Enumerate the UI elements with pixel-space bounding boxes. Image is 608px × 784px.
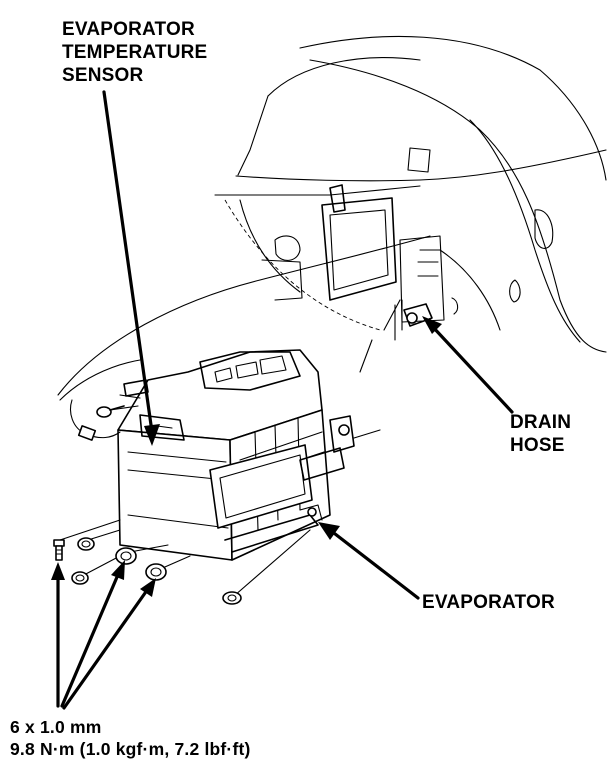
nut-1 bbox=[115, 547, 137, 565]
drain-hose-fitting bbox=[394, 299, 433, 341]
sensor-label-line-1: EVAPORATOR bbox=[62, 19, 195, 40]
dashboard-outline bbox=[57, 35, 607, 401]
drain-label-line-1: DRAIN bbox=[510, 412, 572, 433]
bolt-fasteners bbox=[53, 405, 242, 605]
bolt-upper-left bbox=[96, 405, 125, 418]
sensor-label-line-2: TEMPERATURE bbox=[62, 42, 208, 63]
evaporator-label-text: EVAPORATOR bbox=[422, 592, 555, 613]
nut-2 bbox=[145, 563, 167, 581]
evaporator-housing bbox=[117, 349, 381, 561]
bolt-flange-2 bbox=[71, 571, 89, 585]
upper-duct-housing bbox=[214, 184, 459, 323]
bolt-standing bbox=[53, 539, 65, 561]
bolt-flange-1 bbox=[77, 537, 95, 551]
bolt-spec-label: 6 x 1.0 mm 9.8 N·m (1.0 kgf·m, 7.2 lbf·f… bbox=[10, 716, 251, 760]
drain-label-line-2: HOSE bbox=[510, 435, 565, 456]
evaporator-callout-label: EVAPORATOR bbox=[422, 591, 555, 614]
bolt-torque-text: 9.8 N·m (1.0 kgf·m, 7.2 lbf·ft) bbox=[10, 739, 251, 759]
callout-arrows bbox=[51, 90, 514, 710]
bolt-size-text: 6 x 1.0 mm bbox=[10, 717, 102, 737]
bolt-lower-center bbox=[222, 591, 242, 605]
sensor-callout-label: EVAPORATOR TEMPERATURE SENSOR bbox=[62, 18, 207, 87]
sensor-wire-connector bbox=[69, 379, 149, 441]
sensor-label-line-3: SENSOR bbox=[62, 65, 144, 86]
drain-hose-callout-label: DRAIN HOSE bbox=[510, 411, 571, 457]
